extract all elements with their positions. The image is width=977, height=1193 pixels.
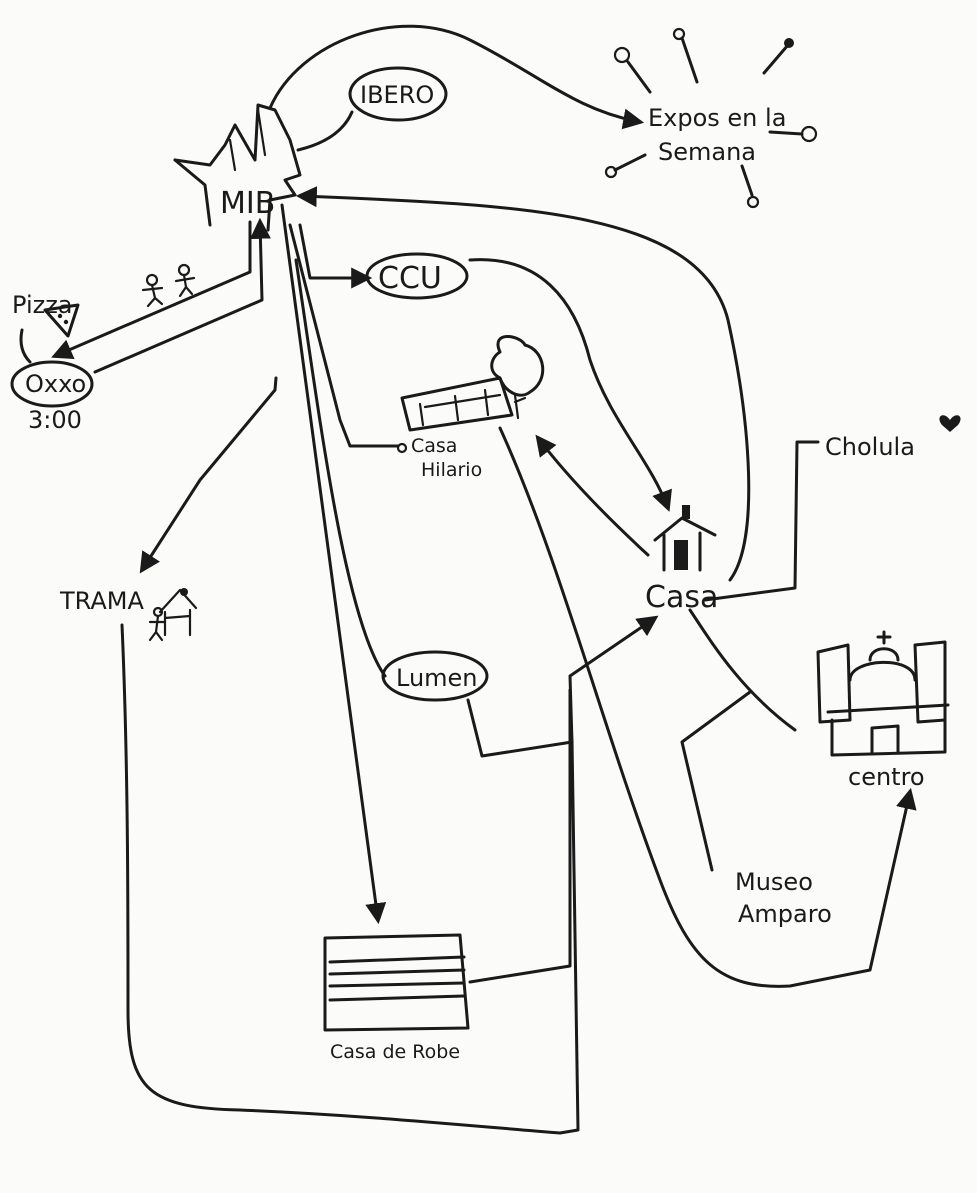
- mib-casa-de-robe-arrow: [280, 203, 387, 925]
- museo-amparo-label-line2: Amparo: [738, 900, 832, 928]
- mib-building-icon: [173, 103, 302, 232]
- casa-cholula-link: [703, 440, 820, 602]
- casa-label: Casa: [645, 580, 718, 615]
- casa-de-robe-label: Casa de Robe: [330, 1041, 460, 1063]
- mib-ibero-link: [296, 110, 354, 152]
- mib-label: MIB: [220, 186, 275, 221]
- trama-loop-link: [120, 623, 580, 1135]
- lumen-label: Lumen: [396, 664, 478, 692]
- cathedral-icon: [816, 630, 950, 757]
- oxxo-label: Oxxo: [25, 370, 86, 398]
- house-icon: [653, 505, 717, 572]
- ibero-bubble: [348, 66, 448, 122]
- pizza-oxxo-link: [19, 328, 32, 364]
- casa-museo-link: [680, 690, 752, 872]
- expos-label-line2: Semana: [658, 138, 756, 166]
- mib-ccu-arrow: [298, 223, 373, 289]
- oxxo-time: 3:00: [28, 406, 82, 434]
- oxxo-mib-arrow: [93, 217, 271, 374]
- mib-trama-arrow: [139, 376, 278, 574]
- pin-icon: [604, 27, 818, 209]
- casa-centro-link: [688, 608, 797, 732]
- casa-hilario-label-line2: Hilario: [421, 459, 482, 481]
- tree-icon: [490, 335, 545, 420]
- shelf-icon: [323, 933, 470, 1032]
- expos-label-line1: Expos en la: [648, 104, 786, 132]
- mib-expos-arrow: [268, 24, 645, 130]
- ccu-casa-arrow: [468, 258, 672, 512]
- centro-label: centro: [848, 763, 925, 791]
- casa-hilario-label-line1: Casa: [411, 435, 457, 457]
- lumen-bubble: [381, 650, 489, 702]
- mib-lumen-link: [294, 258, 387, 678]
- stick-figure-icon: [148, 588, 198, 642]
- casa-hilario-arrow: [535, 434, 650, 557]
- stick-figure-icon: [141, 263, 196, 308]
- pizza-label: Pizza: [12, 291, 73, 319]
- museo-amparo-label-line1: Museo: [735, 868, 813, 896]
- hilario-centro-arrow: [498, 426, 917, 988]
- oxxo-bubble: [10, 360, 94, 408]
- mib-casa-hilario-link: [288, 223, 400, 448]
- cholula-label: Cholula: [825, 433, 915, 461]
- casa-hilario-dot: [396, 442, 408, 454]
- casa-mib-arrow: [295, 186, 751, 582]
- shelf-icon: [400, 376, 514, 432]
- lumen-casa-arrow: [466, 615, 659, 758]
- casa-de-robe-link: [468, 688, 572, 984]
- ccu-label: CCU: [378, 261, 442, 296]
- heart-icon: [939, 415, 961, 432]
- pizza-slice-icon: [43, 303, 80, 338]
- ibero-label: IBERO: [360, 81, 434, 109]
- trama-label: TRAMA: [59, 587, 144, 615]
